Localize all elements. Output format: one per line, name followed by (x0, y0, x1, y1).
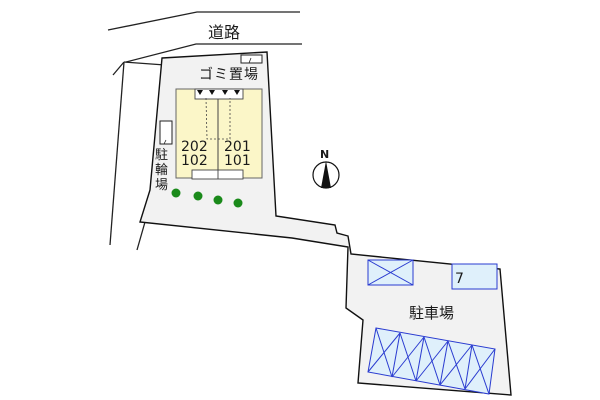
garbage-label: ゴミ置場 (199, 66, 259, 83)
unit-201: 201 (224, 139, 251, 155)
parking-space-7 (451, 263, 498, 290)
unit-101: 101 (224, 153, 251, 169)
unit-202: 202 (181, 139, 208, 155)
bicycle-label-2: 輪 (155, 162, 168, 178)
tree-icon (171, 188, 181, 198)
road-label: 道路 (208, 23, 240, 42)
building: 202 102 201 101 (175, 88, 263, 180)
parking-label: 駐車場 (409, 304, 454, 322)
garbage-box (240, 54, 263, 64)
parking-area (367, 259, 498, 395)
tree-icon (233, 198, 243, 208)
tree-icon (213, 195, 223, 205)
trees (171, 188, 243, 208)
bicycle-label-1: 駐 (155, 148, 168, 163)
parking-space-number: 7 (455, 271, 464, 287)
north-arrow-icon: N (312, 148, 340, 189)
road: 道路 (107, 11, 302, 63)
bicycle-parking: 駐 輪 場 (155, 120, 173, 193)
unit-102: 102 (181, 153, 208, 169)
tree-icon (193, 191, 203, 201)
svg-text:N: N (320, 148, 329, 161)
bicycle-label-3: 場 (155, 178, 168, 193)
